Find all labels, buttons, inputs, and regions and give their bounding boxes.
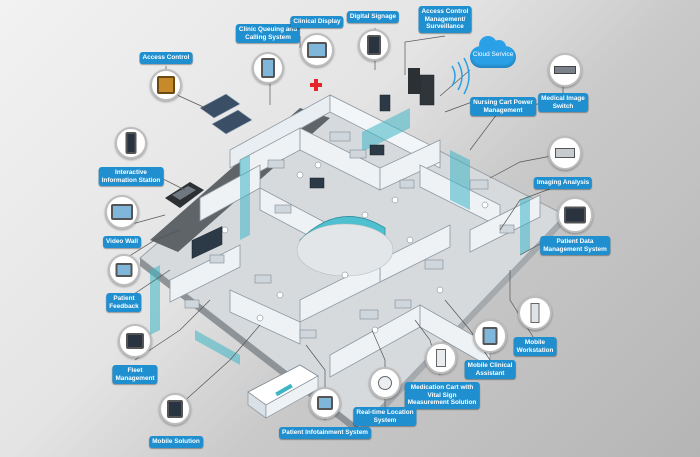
people bbox=[221, 161, 489, 334]
cloud-service-label: Cloud Service bbox=[472, 51, 514, 58]
label-interactive-information-station: Interactive Information Station bbox=[98, 167, 164, 187]
car bbox=[165, 182, 204, 208]
patient-data-management-device-icon bbox=[557, 197, 593, 233]
interactive-info-station-device-icon bbox=[115, 127, 147, 159]
label-medication-cart: Medication Cart with Vital Sign Measurem… bbox=[404, 382, 480, 409]
patient-feedback-device-icon bbox=[108, 254, 140, 286]
access-control-device-icon bbox=[150, 69, 182, 101]
label-real-time-location-system: Real-time Location System bbox=[353, 407, 417, 427]
wall-monitors bbox=[191, 74, 435, 259]
patient-infotainment-device-icon bbox=[309, 387, 341, 419]
label-access-control: Access Control bbox=[139, 52, 193, 64]
mobile-solution-device-icon bbox=[159, 393, 191, 425]
label-patient-data-management: Patient Data Management System bbox=[540, 236, 610, 256]
solar-panels bbox=[199, 93, 253, 135]
room-furniture bbox=[184, 131, 515, 339]
rtls-device-icon bbox=[369, 367, 401, 399]
glass-partitions bbox=[150, 108, 530, 365]
server-rack bbox=[408, 68, 420, 94]
imaging-analysis-device-icon bbox=[548, 136, 582, 170]
label-clinical-display: Clinical Display bbox=[290, 16, 344, 28]
clinic-queuing-device-icon bbox=[252, 52, 284, 84]
mobile-clinical-assistant-device-icon bbox=[473, 319, 507, 353]
cloud-service-icon: Cloud Service bbox=[470, 36, 516, 68]
reception-floor bbox=[296, 223, 394, 277]
red-cross bbox=[310, 79, 322, 91]
medication-cart-device-icon bbox=[425, 342, 457, 374]
label-mobile-solution: Mobile Solution bbox=[149, 436, 203, 448]
label-clinic-queuing-system: Clinic Queuing and Calling System bbox=[235, 24, 301, 44]
label-medical-image-switch: Medical Image Switch bbox=[538, 93, 588, 113]
fleet-management-device-icon bbox=[118, 324, 152, 358]
building-floor-edge-right bbox=[360, 215, 565, 436]
label-patient-feedback: Patient Feedback bbox=[106, 293, 142, 313]
wifi-icon bbox=[451, 57, 470, 95]
mobile-workstation-device-icon bbox=[518, 296, 552, 330]
digital-signage-device-icon bbox=[358, 29, 390, 61]
clinical-display-device-icon bbox=[300, 33, 334, 67]
video-wall-device-icon bbox=[105, 195, 139, 229]
label-imaging-analysis: Imaging Analysis bbox=[533, 177, 593, 189]
ambulance bbox=[247, 364, 319, 419]
label-fleet-management: Fleet Management bbox=[112, 365, 158, 385]
label-nursing-cart-power: Nursing Cart Power Management bbox=[470, 97, 536, 117]
label-digital-signage: Digital Signage bbox=[346, 11, 400, 23]
label-video-wall: Video Wall bbox=[103, 236, 141, 248]
label-mobile-workstation: Mobile Workstation bbox=[513, 337, 557, 357]
medical-image-switch-device-icon bbox=[548, 53, 582, 87]
label-patient-infotainment: Patient Infotainment System bbox=[279, 427, 371, 439]
label-access-control-management: Access Control Management/ Surveillance bbox=[418, 6, 472, 33]
label-mobile-clinical-assistant: Mobile Clinical Assistant bbox=[464, 360, 516, 380]
